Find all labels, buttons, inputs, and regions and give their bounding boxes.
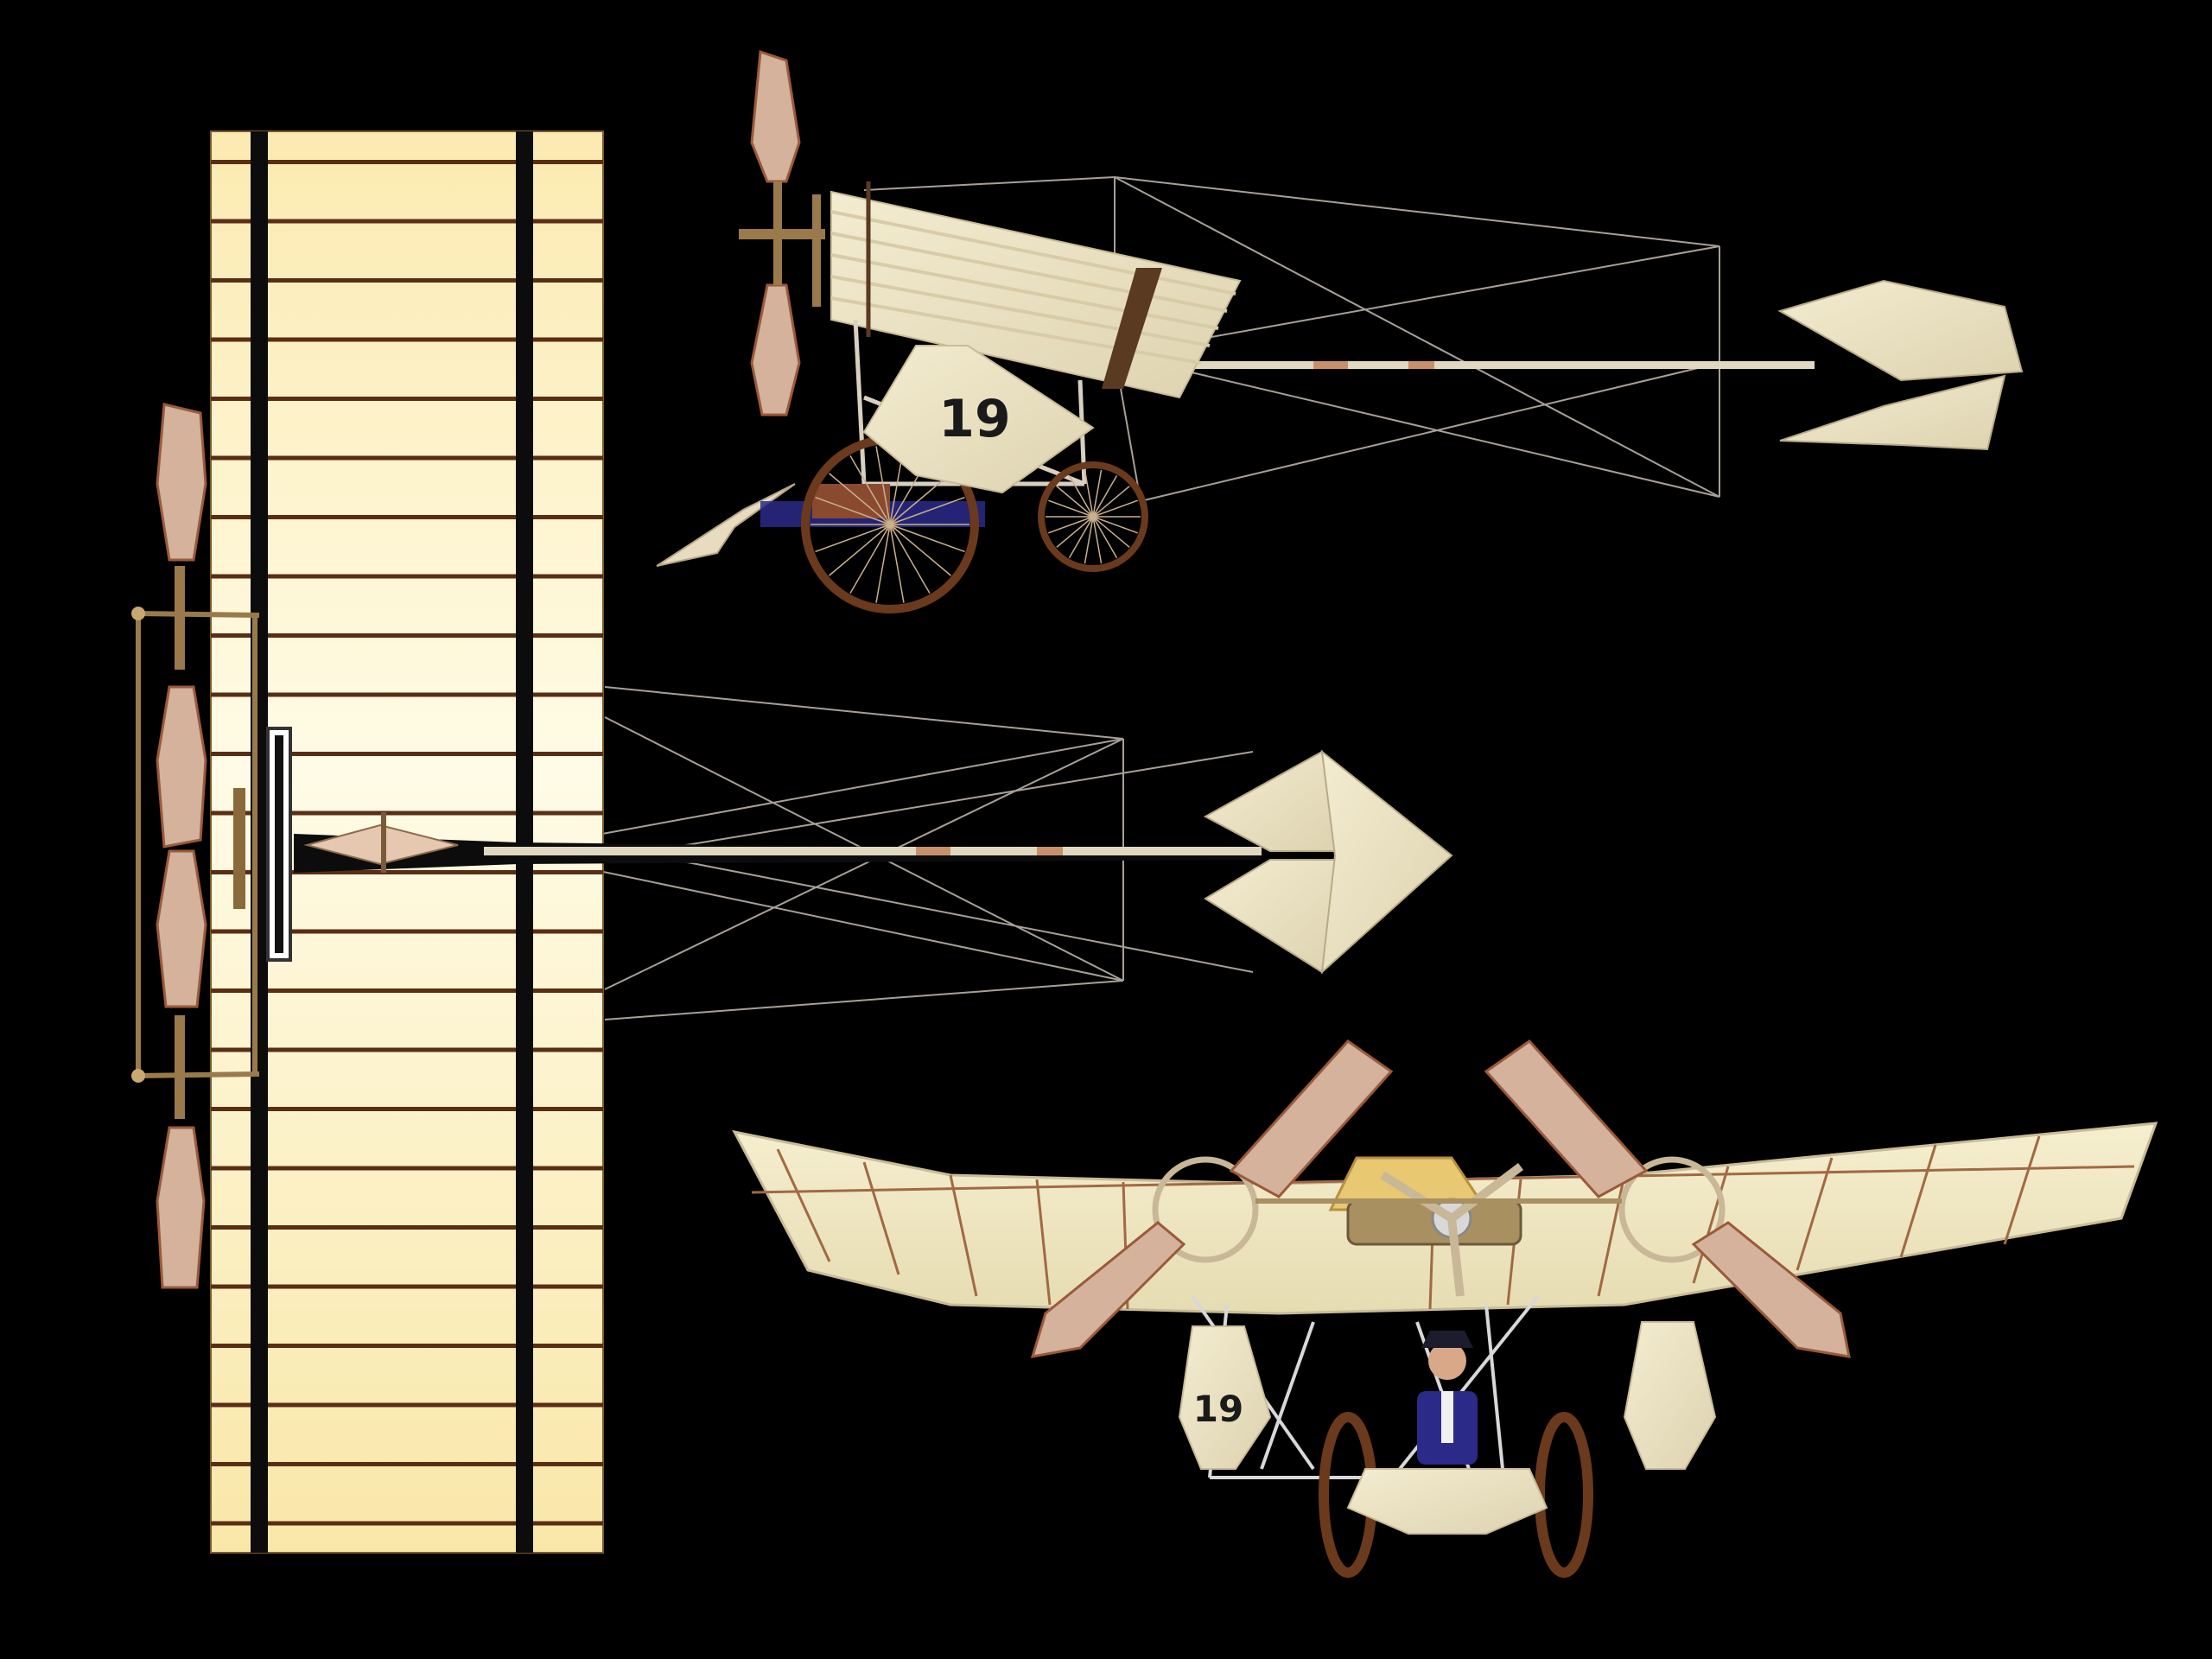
wheel-spoke	[889, 524, 931, 594]
wing-rib	[211, 1166, 603, 1171]
side-view-propeller	[739, 49, 825, 416]
front-view-left-prop-ring	[1152, 1156, 1259, 1263]
wing-rib	[211, 278, 603, 283]
top-view-engine-mount	[136, 611, 260, 1078]
wing-rib	[211, 337, 603, 342]
wheel-spoke	[815, 496, 891, 525]
front-view-pilot	[1417, 1331, 1478, 1465]
wing-rib	[211, 692, 603, 697]
front-view-left-panel	[1178, 1325, 1272, 1470]
front-view-right-panel	[1623, 1321, 1717, 1470]
side-view-wing	[830, 181, 1242, 399]
wing-rib	[211, 515, 603, 519]
wheel-spoke	[1092, 516, 1130, 548]
wing-rib	[211, 988, 603, 993]
top-view-propellers	[156, 403, 207, 1289]
top-view-wing-ribs	[211, 160, 603, 1526]
side-view-bracing-wires	[863, 176, 1720, 502]
wheel-spoke	[1092, 486, 1130, 518]
top-view	[131, 130, 1453, 1554]
wheel-spoke	[889, 524, 965, 553]
top-view-boom	[294, 834, 1262, 873]
wheel-spoke	[1056, 516, 1094, 548]
wheel-spoke	[1092, 516, 1103, 564]
wing-rib	[211, 752, 603, 756]
wheel-spoke	[1092, 516, 1118, 559]
wing-rib	[211, 1284, 603, 1289]
side-view-boom	[1192, 361, 1815, 369]
wheel-spoke	[889, 524, 905, 603]
side-view-number-label: 19	[938, 389, 1011, 449]
wing-rib	[211, 1344, 603, 1348]
wing-rib	[211, 1402, 603, 1408]
wing-rib	[211, 397, 603, 401]
wing-rib	[211, 929, 603, 934]
wheel-spoke	[889, 524, 951, 576]
wheel-spoke	[1092, 516, 1138, 534]
wheel-spoke	[1048, 499, 1094, 518]
top-view-wing	[210, 130, 604, 1554]
wheel-spoke	[889, 473, 951, 525]
wing-rib	[211, 633, 603, 638]
wheel-spoke	[1048, 516, 1094, 534]
wheel-spoke	[889, 496, 965, 525]
wing-rib	[211, 1047, 603, 1052]
wing-rib	[211, 455, 603, 461]
wing-rib	[211, 574, 603, 579]
wing-rib	[211, 870, 603, 874]
front-view: 19	[732, 1039, 2158, 1578]
front-view-number-label: 19	[1193, 1388, 1243, 1430]
front-view-elevator	[1346, 1468, 1548, 1535]
wheel-spoke	[829, 524, 891, 576]
wheel-spoke	[1084, 469, 1094, 518]
wheel-spoke	[1068, 516, 1094, 559]
wheel-spoke	[875, 446, 891, 525]
wheel-spoke	[875, 524, 891, 603]
wing-rib	[211, 1225, 603, 1230]
wing-rib	[211, 219, 603, 224]
front-view-right-prop-ring	[1618, 1156, 1726, 1263]
side-view-tail	[1777, 279, 2024, 451]
front-view-engine	[1328, 1156, 1523, 1297]
wheel-spoke	[1084, 516, 1094, 564]
side-view: 19	[656, 49, 2024, 613]
wing-rib	[211, 810, 603, 816]
wheel-spoke	[1092, 499, 1138, 518]
wheel-spoke	[1068, 474, 1094, 518]
wing-rib	[211, 1107, 603, 1111]
wheel-spoke	[849, 524, 891, 594]
wheel-spoke	[1056, 486, 1094, 518]
top-view-tail	[1203, 749, 1453, 975]
side-view-front-rudder	[862, 345, 1095, 494]
front-view-propellers	[1030, 1039, 1851, 1358]
wheel-spoke	[849, 454, 891, 525]
wing-rib	[211, 1521, 603, 1526]
wheel-spoke	[815, 524, 891, 553]
wheel-spoke	[829, 473, 891, 525]
wheel-spoke	[1092, 474, 1118, 518]
wing-rib	[211, 160, 603, 164]
wheel-spoke	[1092, 469, 1103, 518]
wing-rib	[211, 1462, 603, 1466]
